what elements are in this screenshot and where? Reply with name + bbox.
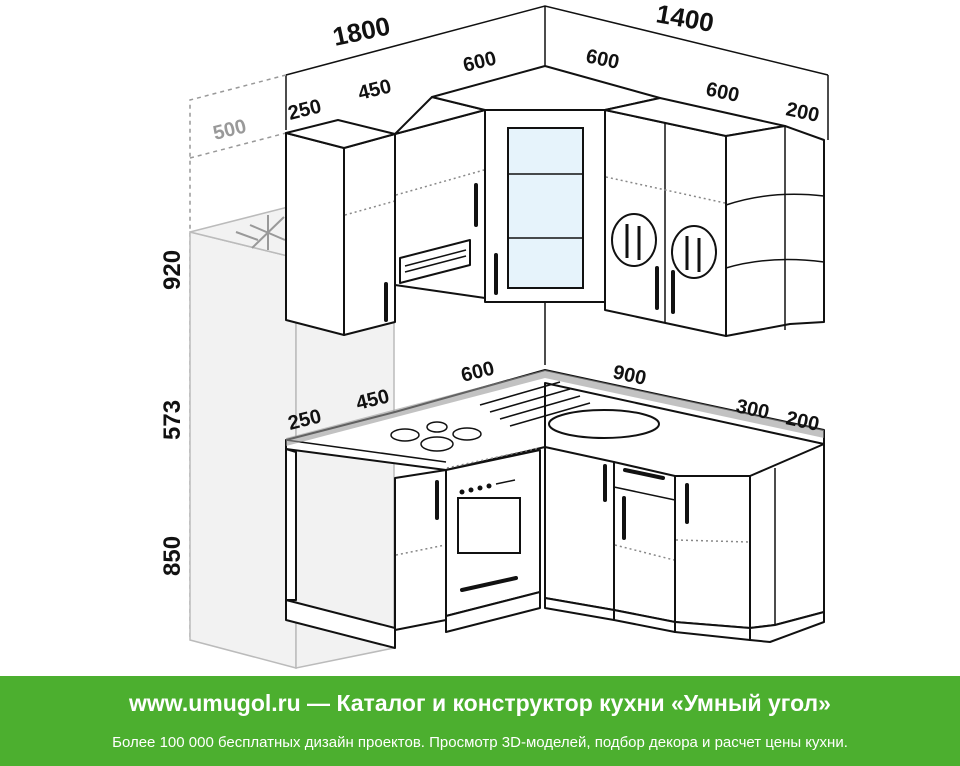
dim-top-left-250: 250 (286, 95, 324, 124)
upper-cabinet-right-600 (604, 97, 786, 337)
dim-top-depth-grey: 500 (211, 115, 249, 144)
dim-top-corner-left-600: 600 (461, 47, 499, 76)
footer-banner: www.umugol.ru — Каталог и конструктор ку… (0, 676, 960, 766)
dim-top-left-450: 450 (356, 75, 394, 104)
base-cabinet-300 (674, 475, 751, 641)
upper-cabinet-250 (285, 119, 396, 336)
dim-top-total-left: 1800 (330, 10, 393, 51)
upper-open-shelf-200 (725, 125, 825, 337)
cooktop (390, 421, 482, 452)
range-hood (399, 239, 471, 284)
utensils-icon (611, 213, 657, 267)
dim-top-right-600: 600 (704, 78, 741, 106)
dim-height-920: 920 (159, 250, 186, 290)
sink (479, 381, 660, 439)
dim-top-corner-right-600: 600 (584, 45, 621, 73)
base-corner-sink-cabinet (544, 446, 615, 621)
countertop (285, 369, 825, 471)
base-drawer-cabinet (613, 461, 676, 633)
footer-subtitle: Более 100 000 бесплатных дизайн проектов… (112, 734, 848, 751)
dim-base-corner-600: 600 (459, 357, 497, 386)
dim-top-total-right: 1400 (654, 0, 716, 38)
dim-height-573: 573 (159, 400, 186, 440)
oven (445, 447, 541, 633)
upper-cabinet-450 (394, 96, 486, 299)
dim-height-850: 850 (159, 536, 186, 576)
base-cabinet-250 (285, 448, 396, 649)
footer-title[interactable]: www.umugol.ru — Каталог и конструктор ку… (129, 690, 831, 716)
utensils-icon (671, 225, 717, 279)
base-cabinet-450 (394, 469, 447, 631)
base-rounded-end-200 (749, 443, 825, 643)
kitchen-diagram: 1800 1400 500 250 450 600 600 600 200 92… (159, 0, 829, 669)
dim-top-right-200: 200 (784, 98, 821, 126)
upper-corner-glass-cabinet (431, 65, 661, 303)
